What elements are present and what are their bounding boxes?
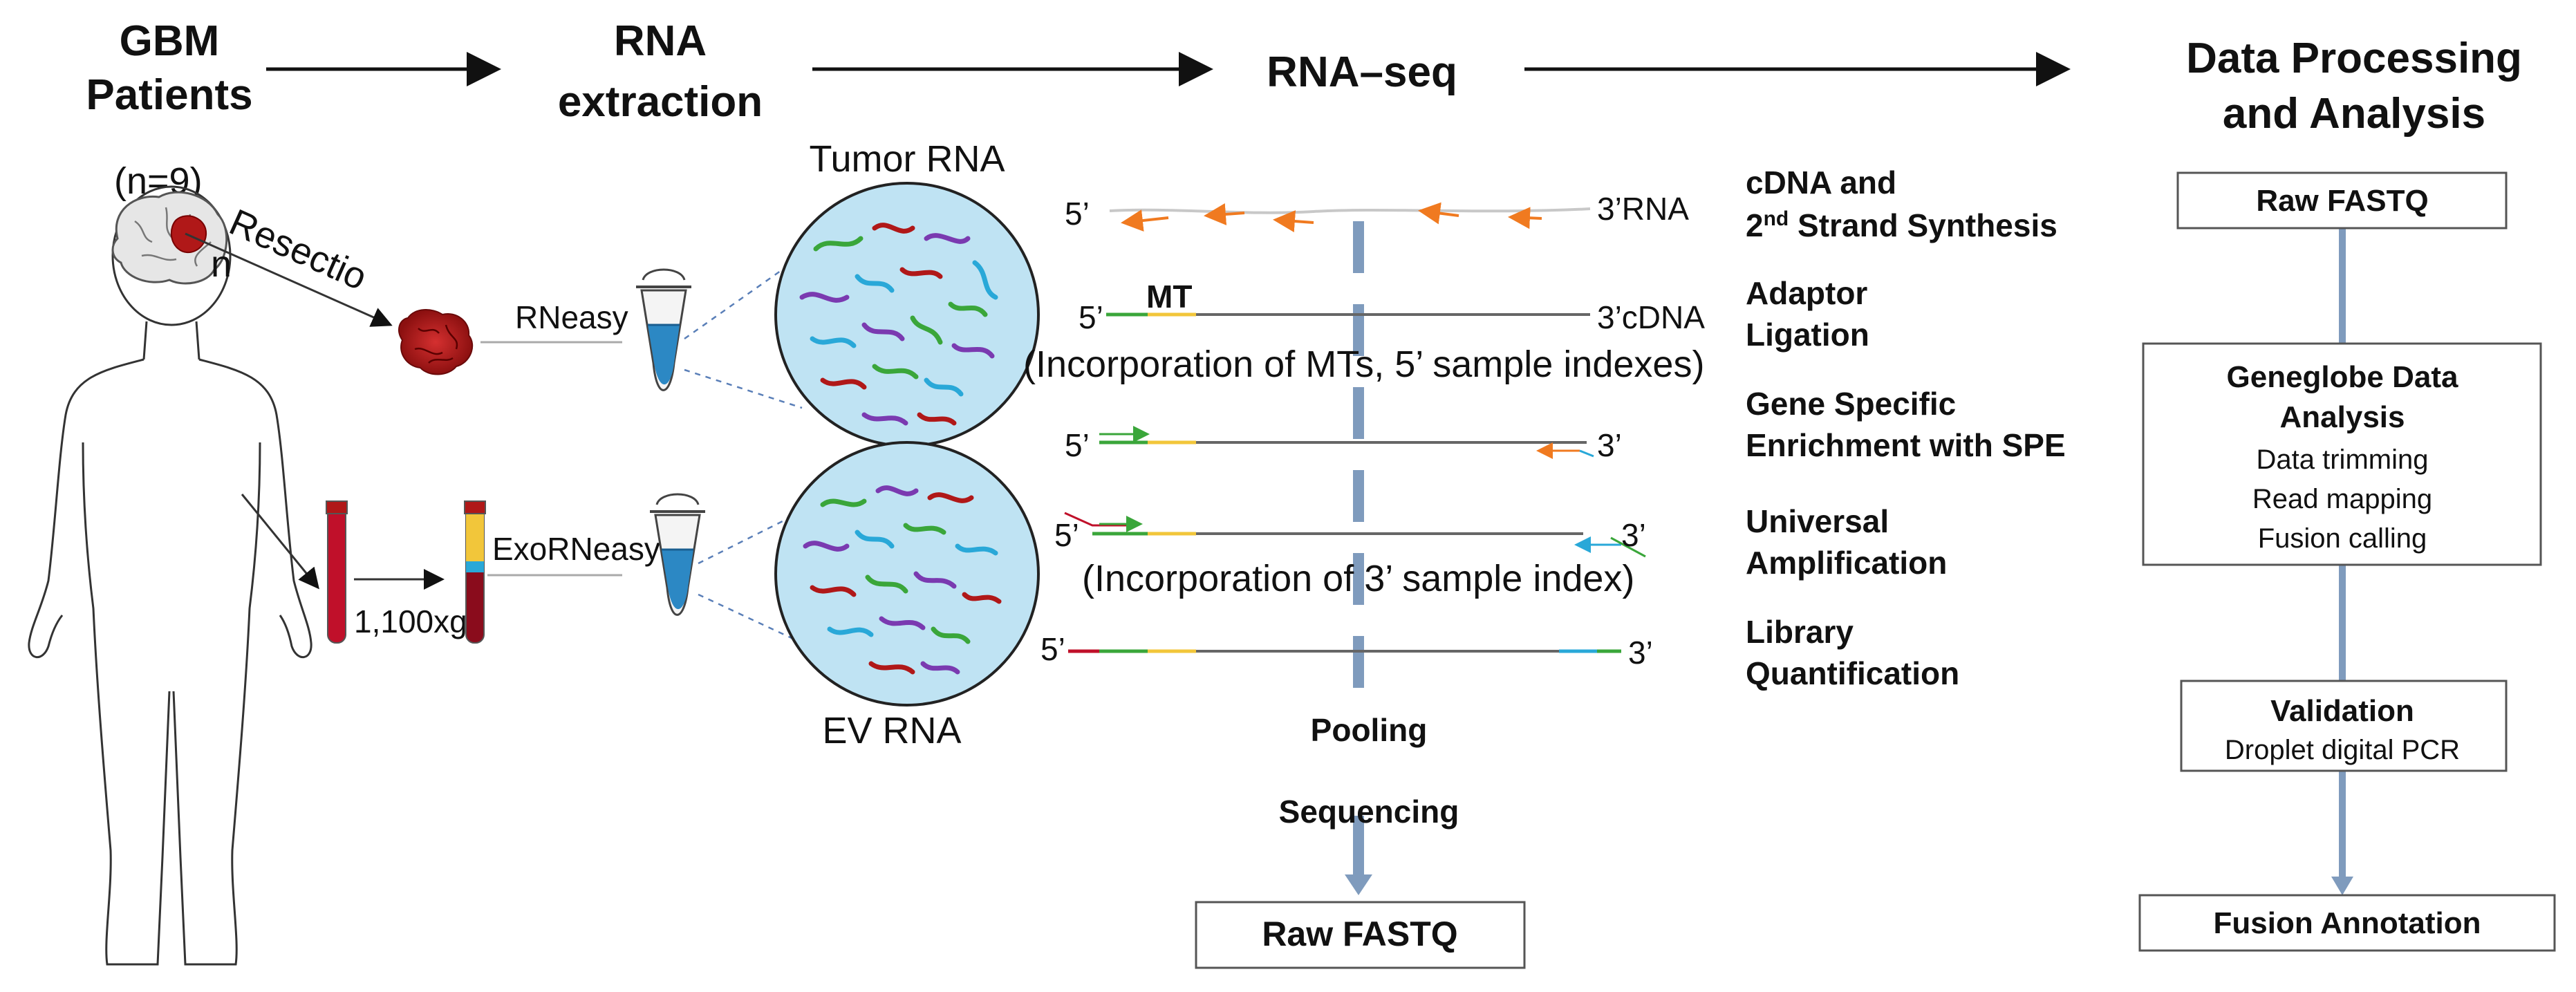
row1-3prime: 3’RNA: [1597, 191, 1689, 227]
stage-extraction-line2: extraction: [558, 78, 763, 126]
zoom-guide-lines: [684, 254, 803, 644]
stage-rna-seq: RNA–seq: [1267, 48, 1457, 96]
tumor-rna-label: Tumor RNA: [809, 138, 1005, 180]
geneglobe-title-1: Geneglobe Data: [2227, 360, 2458, 394]
rneasy-label: RNeasy: [515, 299, 628, 335]
row3-3prime: 3’: [1597, 427, 1622, 463]
arrow-blood-draw: [241, 494, 319, 590]
geneglobe-item-2: Read mapping: [2252, 484, 2432, 514]
row5-5prime: 5’: [1040, 631, 1065, 667]
row1-rna-strand: [1109, 207, 1591, 214]
stage-processing-line2: and Analysis: [2223, 90, 2485, 138]
fusion-annotation-box: [2138, 894, 2556, 952]
stage-patients-line2: Patients: [86, 71, 252, 119]
step5-line1: Library: [1746, 614, 1854, 650]
microtube-icon-1: [636, 268, 691, 391]
center-raw-fastq-label: Raw FASTQ: [1262, 915, 1457, 953]
row2-mt-label: MT: [1146, 279, 1192, 315]
geneglobe-title-2: Analysis: [2280, 400, 2405, 434]
row4-note: (Incorporation of 3’ sample index): [1082, 558, 1634, 599]
row5-3prime: 3’: [1628, 635, 1653, 671]
microtube-icon-2: [650, 493, 705, 616]
arrow-resection: [185, 232, 393, 327]
validation-box: [2180, 680, 2508, 772]
pooling-label: Pooling: [1311, 712, 1428, 748]
stage-extraction-line1: RNA: [614, 17, 707, 65]
ev-rna-label: EV RNA: [822, 710, 961, 751]
center-raw-fastq-box: [1195, 901, 1526, 969]
geneglobe-item-3: Fusion calling: [2258, 523, 2427, 554]
seq-flow-arrowhead: [1345, 874, 1372, 895]
row1-primer-arrows: [1121, 202, 1542, 232]
row4-reverse-tail: [1610, 536, 1646, 558]
row2-5prime: 5’: [1079, 299, 1103, 335]
sequencing-label: Sequencing: [1279, 794, 1459, 830]
exorneasy-label: ExoRNeasy: [492, 531, 660, 567]
row2-note: (Incorporation of MTs, 5’ sample indexes…: [1023, 344, 1704, 385]
row3-5prime: 5’: [1065, 427, 1090, 463]
step1-line1: cDNA and: [1746, 165, 1896, 200]
row4-3prime: 3’: [1621, 517, 1646, 553]
validation-title: Validation: [2270, 694, 2414, 728]
row4-5prime: 5’: [1054, 517, 1079, 553]
step5-line2: Quantification: [1746, 655, 1959, 691]
step2-line2: Ligation: [1746, 317, 1869, 353]
validation-subtitle: Droplet digital PCR: [2225, 735, 2460, 765]
step2-line1: Adaptor: [1746, 275, 1867, 311]
step3-line1: Gene Specific: [1746, 386, 1956, 422]
step1-line2: 2nd Strand Synthesis: [1746, 207, 2057, 243]
human-silhouette: [28, 185, 312, 966]
raw-fastq-box-label: Raw FASTQ: [2256, 184, 2428, 218]
geneglobe-item-1: Data trimming: [2257, 444, 2429, 475]
tumor-tissue-icon: [398, 309, 474, 375]
row3-spe-tail: [1579, 449, 1594, 458]
row2-3prime: 3’cDNA: [1597, 299, 1705, 335]
processing-flow-arrowhead: [2331, 877, 2353, 895]
row4-index-primer-red: [1064, 512, 1134, 527]
ev-rna-circle: [774, 441, 1040, 706]
row1-5prime: 5’: [1065, 196, 1090, 232]
blood-tube-icon: [326, 500, 348, 644]
geneglobe-box: [2142, 342, 2542, 566]
fusion-annotation-label: Fusion Annotation: [2214, 906, 2481, 940]
raw-fastq-box: [2176, 171, 2508, 230]
step4-line2: Amplification: [1746, 545, 1947, 581]
separated-blood-tube-icon: [464, 500, 486, 644]
step3-line2: Enrichment with SPE: [1746, 427, 2066, 463]
step4-line1: Universal: [1746, 503, 1889, 539]
centrifuge-label: 1,100xg: [354, 603, 467, 639]
tumor-rna-circle: [774, 182, 1040, 447]
stage-processing-line1: Data Processing: [2186, 35, 2522, 82]
stage-patients-line1: GBM: [120, 17, 220, 65]
brain-icon: [111, 191, 228, 285]
